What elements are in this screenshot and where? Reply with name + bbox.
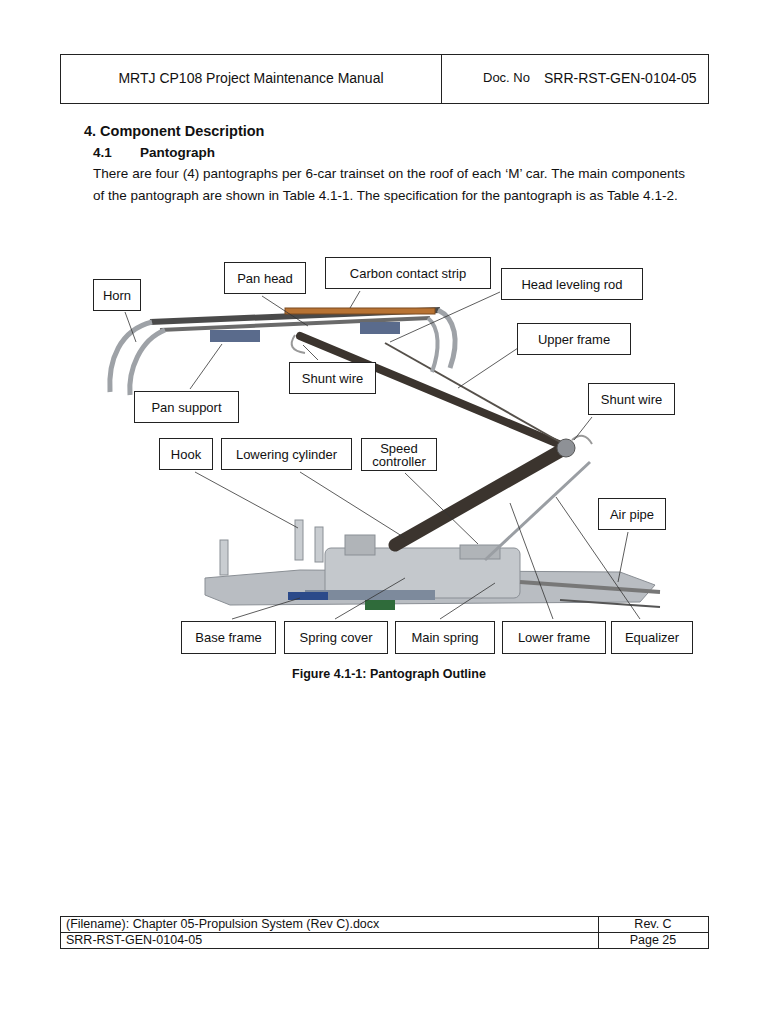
header-title: MRTJ CP108 Project Maintenance Manual (61, 70, 441, 86)
callout-box: Shunt wire (289, 362, 376, 394)
leader-line (232, 598, 300, 619)
subsection-heading: Pantograph (140, 145, 260, 161)
leader-line (618, 532, 628, 582)
callout-box: Upper frame (517, 323, 631, 355)
callout-box: Head leveling rod (501, 268, 643, 300)
part-name: Air pipe (610, 508, 654, 521)
part-name: Pan head (237, 272, 293, 285)
footer-cell: Page 25 (600, 932, 706, 948)
leader-line (440, 583, 495, 619)
callout-box: Equalizer (611, 621, 693, 654)
callout-box: Shunt wire (588, 383, 675, 415)
document-number: SRR-RST-GEN-0104-05 (544, 70, 704, 86)
header-table (61, 55, 709, 104)
part-name: Spring cover (300, 631, 373, 644)
pantograph-drawing (110, 308, 660, 610)
part-name: Base frame (195, 631, 261, 644)
leader-line (458, 348, 518, 388)
footer-cell: SRR-RST-GEN-0104-05 (66, 932, 596, 948)
leader-line (195, 472, 298, 528)
footer-cell: (Filename): Chapter 05-Propulsion System… (66, 916, 596, 932)
header-field: Doc. No (483, 70, 543, 86)
callout-box: Lower frame (502, 621, 606, 654)
callout-box: Lowering cylinder (221, 438, 352, 470)
leader-line (262, 296, 308, 326)
callout-box: Speed controller (361, 438, 437, 471)
leader-line (510, 503, 553, 619)
part-name: Lower frame (518, 631, 590, 644)
leader-line (125, 312, 136, 342)
part-name: Main spring (411, 631, 478, 644)
footer-table (61, 917, 709, 949)
part-name: Lowering cylinder (236, 448, 337, 461)
callout-box: Horn (93, 279, 141, 311)
figure-caption: Figure 4.1-1: Pantograph Outline (189, 667, 589, 683)
part-name: Speed controller (368, 442, 430, 468)
part-name: Equalizer (625, 631, 679, 644)
callout-box: Carbon contact strip (325, 257, 491, 289)
leader-line (390, 292, 500, 342)
part-name: Shunt wire (601, 393, 662, 406)
footer-divider (598, 917, 599, 949)
leader-line (300, 472, 405, 538)
leader-line (335, 578, 405, 619)
part-name: Carbon contact strip (350, 267, 466, 280)
callout-box: Pan support (134, 391, 239, 423)
leader-line (190, 344, 222, 389)
callout-box: Spring cover (284, 621, 388, 654)
footer-divider (61, 932, 709, 933)
callout-box: Hook (159, 438, 213, 470)
part-name: Horn (103, 289, 131, 302)
callout-box: Base frame (181, 621, 276, 654)
footer-cell: Rev. C (600, 916, 706, 932)
callout-box: Pan head (224, 262, 306, 294)
part-name: Pan support (151, 401, 221, 414)
leader-lines (125, 291, 640, 619)
part-name: Upper frame (538, 333, 610, 346)
leader-line (405, 473, 478, 544)
part-name: Shunt wire (302, 372, 363, 385)
section-heading: 4. Component Description (84, 122, 264, 140)
leader-line (350, 291, 360, 308)
part-name: Hook (171, 448, 201, 461)
leader-line (574, 417, 592, 440)
body-text: There are four (4) pantographs per 6-car… (93, 163, 685, 207)
header-divider (441, 55, 442, 104)
callout-box: Air pipe (598, 498, 666, 530)
leader-line (303, 345, 318, 360)
part-name: Head leveling rod (521, 278, 622, 291)
callout-box: Main spring (395, 621, 495, 654)
subsection-number: 4.1 (93, 145, 133, 161)
